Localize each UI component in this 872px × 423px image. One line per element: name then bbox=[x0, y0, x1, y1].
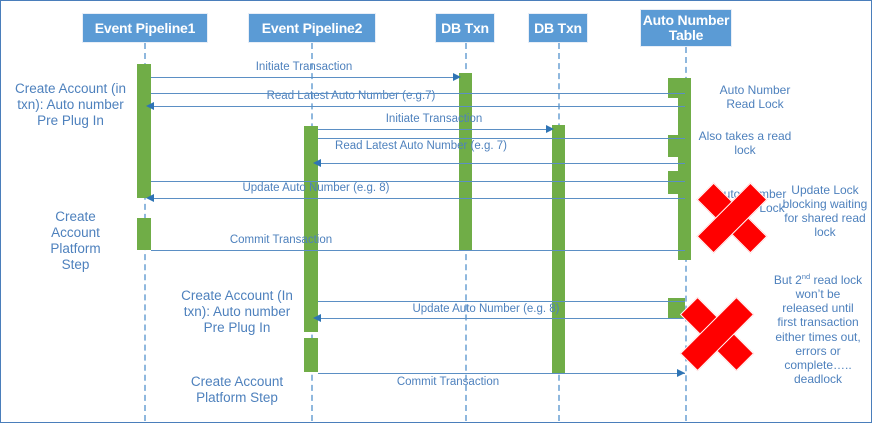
phase-label-line: Create Account (In bbox=[181, 288, 293, 303]
note-line: Auto Number bbox=[719, 83, 791, 97]
participant-label: DB Txn bbox=[534, 19, 582, 36]
phase-label-create-account-pre-plug-in-2: Create Account (In txn): Auto number Pre… bbox=[171, 288, 303, 336]
message-line-initiate-transaction-2-extend bbox=[318, 138, 685, 139]
note-line-with-superscript: But 2nd read lock bbox=[763, 272, 871, 287]
activation-event-pipeline2-txn1 bbox=[304, 126, 318, 332]
note-also-takes-a-read-lock: Also takes a read lock bbox=[684, 129, 806, 157]
message-line-read-latest-auto-number-1 bbox=[151, 106, 685, 107]
error-marker-blocked-update-lock bbox=[687, 173, 777, 263]
participant-label: Event Pipeline2 bbox=[261, 19, 363, 36]
arrowhead-read-latest-auto-number-1 bbox=[146, 102, 154, 110]
note-line: first transaction bbox=[777, 315, 859, 330]
message-line-commit-transaction-1 bbox=[151, 250, 685, 251]
message-label-read-latest-auto-number-2: Read Latest Auto Number (e.g. 7) bbox=[335, 140, 507, 152]
note-line: complete….. bbox=[784, 357, 852, 372]
activation-event-pipeline2-platform-step bbox=[304, 338, 318, 372]
message-line-update-auto-number-1-top bbox=[151, 181, 685, 182]
phase-label-create-account-platform-step-1: Create Account Platform Step bbox=[13, 209, 138, 273]
phase-label-line: Create bbox=[55, 209, 96, 224]
phase-label-line: Create Account bbox=[190, 374, 284, 389]
participant-event-pipeline1[interactable]: Event Pipeline1 bbox=[82, 13, 208, 43]
message-line-update-auto-number-2 bbox=[318, 318, 685, 319]
message-line-initiate-transaction-1 bbox=[151, 77, 457, 78]
activation-db-txn-1 bbox=[459, 73, 472, 251]
message-line-read-latest-auto-number-2 bbox=[318, 163, 685, 164]
note-line: either times out, bbox=[775, 329, 861, 344]
activation-event-pipeline1-txn1 bbox=[137, 64, 151, 198]
note-line: Update Lock bbox=[791, 183, 859, 197]
phase-label-line: Create Account (in bbox=[14, 81, 127, 96]
message-label-read-latest-auto-number-1: Read Latest Auto Number (e.g.7) bbox=[266, 90, 436, 102]
note-line: blocking waiting bbox=[782, 197, 868, 212]
phase-label-line: Step bbox=[61, 256, 90, 272]
error-marker-deadlock bbox=[669, 286, 765, 382]
arrowhead-commit-transaction-2 bbox=[677, 369, 685, 377]
arrowhead-update-auto-number-2 bbox=[313, 314, 321, 322]
phase-label-line: Pre Plug In bbox=[37, 112, 104, 128]
phase-label-create-account-platform-step-2: Create Account Platform Step bbox=[171, 374, 303, 406]
message-line-initiate-transaction-2 bbox=[318, 129, 550, 130]
phase-label-line: Platform Step bbox=[196, 389, 278, 405]
phase-label-line: txn): Auto number bbox=[17, 96, 124, 112]
note-line: lock bbox=[734, 143, 756, 158]
activation-auto-number-read-lock-2 bbox=[668, 135, 679, 157]
note-line: released until bbox=[782, 301, 854, 316]
phase-label-line: Platform bbox=[50, 240, 101, 256]
message-label-initiate-transaction-2: Initiate Transaction bbox=[385, 113, 483, 125]
phase-label-line: Pre Plug In bbox=[203, 319, 271, 335]
participant-auto-number-table[interactable]: Auto Number Table bbox=[640, 9, 732, 47]
arrowhead-initiate-transaction-1 bbox=[453, 73, 461, 81]
activation-auto-number-read-lock-1 bbox=[668, 78, 679, 98]
phase-label-line: Account bbox=[51, 224, 100, 240]
message-label-commit-transaction-2: Commit Transaction bbox=[396, 376, 500, 388]
participant-label: DB Txn bbox=[441, 19, 489, 36]
note-line: Read Lock bbox=[726, 97, 784, 112]
note-auto-number-read-lock: Auto Number Read Lock bbox=[695, 83, 815, 111]
message-label-initiate-transaction-1: Initiate Transaction bbox=[255, 61, 353, 73]
activation-event-pipeline1-platform-step bbox=[137, 218, 151, 250]
note-line: Also takes a read bbox=[698, 129, 792, 143]
note-update-lock-blocking: Update Lock blocking waiting for shared … bbox=[777, 183, 871, 240]
note-line: won’t be bbox=[795, 287, 841, 302]
arrowhead-update-auto-number-1 bbox=[146, 194, 154, 202]
participant-label: Auto Number Table bbox=[642, 12, 730, 43]
activation-db-txn-2 bbox=[552, 125, 565, 373]
participant-db-txn-1[interactable]: DB Txn bbox=[435, 13, 495, 43]
arrowhead-read-latest-auto-number-2 bbox=[313, 159, 321, 167]
note-line: for shared read bbox=[784, 211, 866, 226]
activation-auto-number-table-main bbox=[678, 78, 691, 260]
phase-label-create-account-pre-plug-in-1: Create Account (in txn): Auto number Pre… bbox=[3, 81, 138, 129]
participant-event-pipeline2[interactable]: Event Pipeline2 bbox=[248, 13, 376, 43]
participant-db-txn-2[interactable]: DB Txn bbox=[528, 13, 588, 43]
note-line: deadlock bbox=[793, 372, 843, 387]
note-superscript: nd bbox=[801, 272, 811, 281]
activation-auto-number-update-lock-1 bbox=[668, 171, 679, 194]
message-line-read-latest-auto-number-1-return bbox=[151, 93, 685, 94]
message-label-update-auto-number-2: Update Auto Number (e.g. 8) bbox=[412, 303, 560, 315]
note-line: read lock bbox=[810, 273, 863, 287]
message-label-update-auto-number-1: Update Auto Number (e.g. 8) bbox=[242, 182, 390, 194]
note-line: errors or bbox=[795, 343, 841, 358]
message-line-update-auto-number-2-top bbox=[318, 301, 685, 302]
note-line: lock bbox=[814, 225, 836, 240]
phase-label-line: txn): Auto number bbox=[183, 303, 291, 319]
arrowhead-initiate-transaction-2 bbox=[546, 125, 554, 133]
message-line-commit-transaction-2 bbox=[318, 373, 685, 374]
note-deadlock-explanation: But 2nd read lock won’t be released unti… bbox=[763, 272, 871, 387]
participant-label: Event Pipeline1 bbox=[94, 19, 196, 36]
message-label-commit-transaction-1: Commit Transaction bbox=[229, 234, 333, 246]
message-line-update-auto-number-1 bbox=[151, 198, 685, 199]
note-prefix: But 2 bbox=[773, 273, 802, 287]
